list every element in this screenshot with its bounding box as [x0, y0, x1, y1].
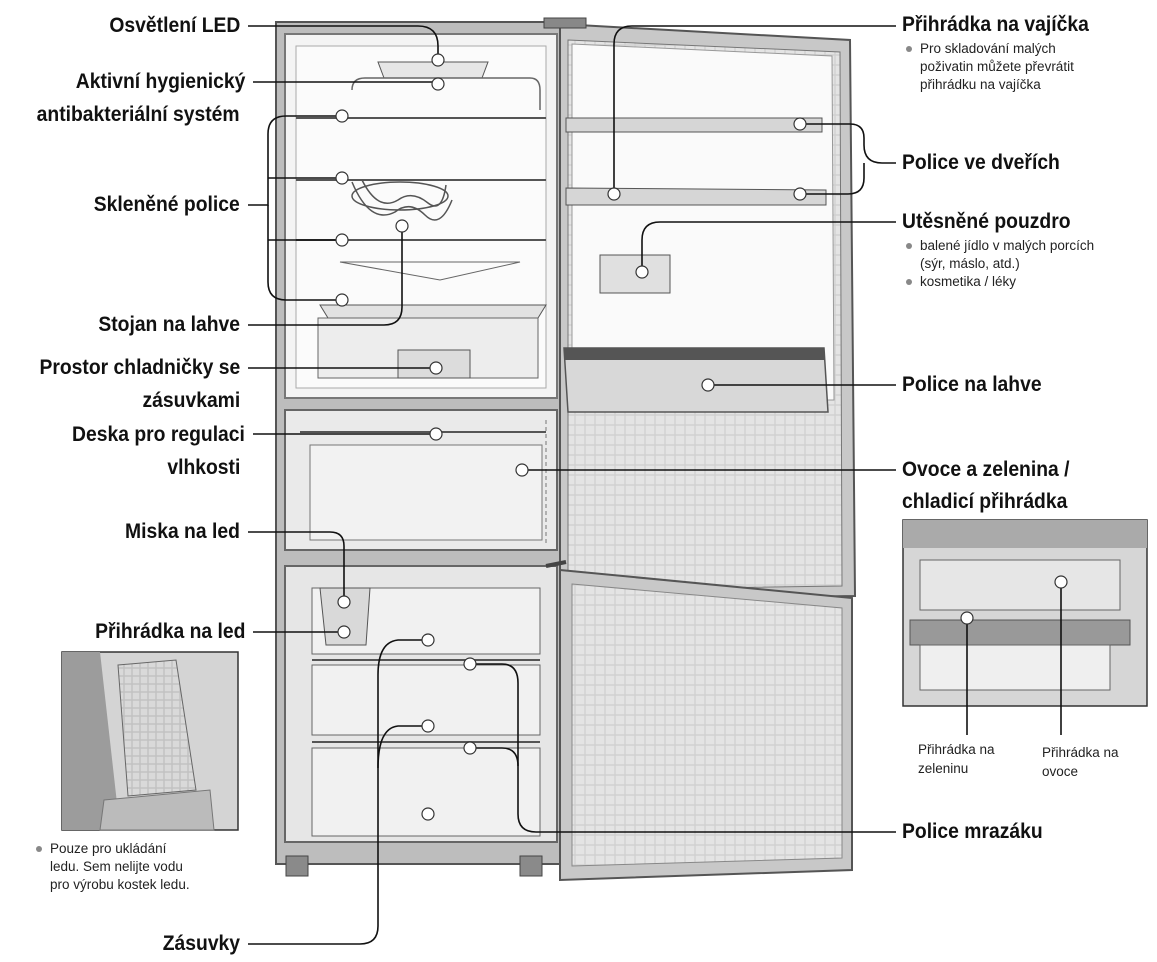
note-egg-line3: přihrádku na vajíčka	[920, 77, 1041, 92]
label-fruit-veg-line1: Ovoce a zelenina /	[902, 458, 1070, 481]
note-ice-line2: ledu. Sem nelijte vodu	[50, 859, 183, 874]
label-hygiene-system-line1: Aktivní hygienický	[75, 70, 245, 93]
fruit-veg-inset	[902, 519, 1148, 707]
label-led-lighting: Osvětlení LED	[109, 14, 240, 37]
label-fruit-veg-line2: chladicí přihrádka	[902, 490, 1068, 513]
inset-veg-line2: zeleninu	[918, 761, 969, 776]
note-egg-line1: Pro skladování malých	[904, 40, 1074, 58]
label-humidity-plate-line2: vlhkosti	[166, 456, 240, 479]
note-ice-box: Pouze pro ukládání ledu. Sem nelijte vod…	[34, 840, 190, 894]
label-door-shelves: Police ve dveřích	[902, 151, 1060, 174]
label-humidity-plate-line1: Deska pro regulaci	[72, 423, 245, 446]
inset-fruit-line1: Přihrádka na	[1042, 745, 1119, 760]
note-egg-line2: poživatin můžete převrátit	[920, 59, 1074, 74]
note-egg-tray: Pro skladování malých poživatin můžete p…	[904, 40, 1074, 94]
label-drawer-space-line2: zásuvkami	[142, 389, 240, 412]
note-sealed-case: balené jídlo v malých porcích (sýr, másl…	[904, 237, 1094, 291]
label-bottle-shelf: Police na lahve	[902, 373, 1042, 396]
note-ice-line3: pro výrobu kostek ledu.	[50, 877, 190, 892]
fridge-body	[275, 21, 567, 877]
inset-label-fruit: Přihrádka na ovoce	[1042, 743, 1119, 781]
label-ice-tray: Miska na led	[125, 520, 240, 543]
inset-label-vegetables: Přihrádka na zeleninu	[918, 740, 995, 778]
note-sealed-line2: (sýr, máslo, atd.)	[920, 256, 1020, 271]
label-sealed-case: Utěsněné pouzdro	[902, 210, 1071, 233]
note-ice-line1: Pouze pro ukládání	[34, 840, 190, 858]
label-drawers: Zásuvky	[162, 932, 240, 955]
freezer-door	[559, 568, 853, 882]
ice-box-inset	[61, 651, 239, 831]
label-glass-shelves: Skleněné police	[93, 193, 240, 216]
label-bottle-rack: Stojan na lahve	[98, 313, 240, 336]
label-hygiene-system-line2: antibakteriální systém	[37, 103, 240, 126]
label-egg-tray: Přihrádka na vajíčka	[902, 13, 1089, 36]
label-freezer-shelves: Police mrazáku	[902, 820, 1043, 843]
note-sealed-line3: kosmetika / léky	[904, 273, 1094, 291]
note-sealed-line1: balené jídlo v malých porcích	[904, 237, 1094, 255]
label-drawer-space-line1: Prostor chladničky se	[39, 356, 240, 379]
inset-fruit-line2: ovoce	[1042, 764, 1079, 779]
inset-veg-line1: Přihrádka na	[918, 742, 995, 757]
label-ice-box: Přihrádka na led	[94, 620, 245, 643]
